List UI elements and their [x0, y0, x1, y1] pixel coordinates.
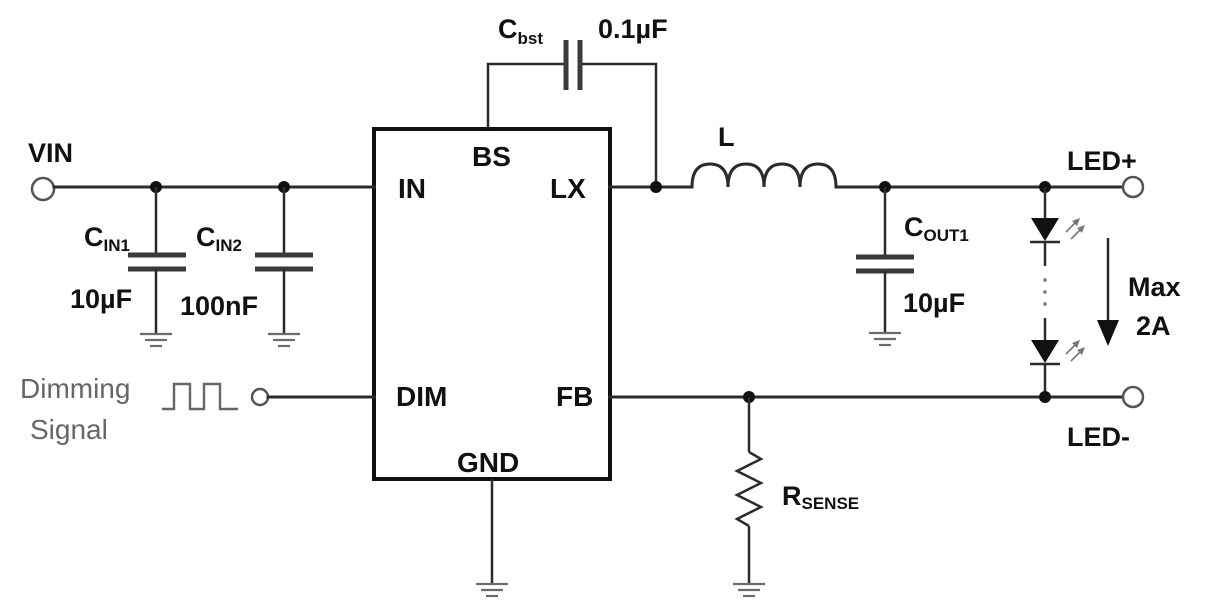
cbst-value: 0.1µF [598, 14, 668, 44]
pwm-waveform-icon [162, 382, 238, 411]
pin-label-bs: BS [472, 141, 511, 172]
dimming-label: Dimming [20, 373, 130, 404]
dimming-label-line2: Signal [30, 414, 108, 445]
cbst-capacitor [486, 40, 658, 187]
ground-icon [140, 332, 172, 348]
cin2-value: 100nF [180, 291, 258, 321]
pin-label-dim: DIM [396, 381, 447, 412]
cout1-label: COUT1 [904, 212, 969, 245]
led-icon [1030, 218, 1085, 244]
junction-dot [650, 181, 662, 193]
cout1-capacitor [856, 187, 914, 332]
cin1-capacitor [128, 187, 186, 333]
cbst-label: Cbst [498, 14, 543, 48]
pin-label-fb: FB [556, 381, 593, 412]
ground-icon [268, 332, 300, 348]
led-plus-terminal [1121, 175, 1145, 199]
vin-terminal [30, 176, 56, 202]
rsense-label: RSENSE [782, 481, 859, 513]
ground-icon [869, 331, 901, 347]
max-current-label: Max [1128, 272, 1181, 302]
led-minus-label: LED- [1067, 422, 1130, 452]
cin1-label: CIN1 [84, 222, 130, 255]
pin-label-lx: LX [550, 173, 586, 204]
ground-icon [733, 582, 765, 598]
vin-label: VIN [28, 138, 73, 168]
cin2-label: CIN2 [196, 222, 242, 255]
pin-label-in: IN [398, 173, 426, 204]
junction-dot [1039, 391, 1051, 403]
ground-icon [476, 582, 508, 598]
led-plus-label: LED+ [1067, 146, 1137, 176]
rsense-resistor [734, 397, 764, 583]
inductor-l [690, 162, 838, 189]
led-icon [1030, 340, 1085, 366]
cin2-capacitor [255, 187, 313, 333]
inductor-label: L [718, 122, 735, 152]
cout1-value: 10µF [903, 288, 965, 318]
pin-label-gnd: GND [457, 447, 519, 478]
current-arrow-icon [1097, 238, 1119, 346]
continuation-dots [1043, 278, 1047, 306]
cin1-value: 10µF [70, 284, 132, 314]
dim-terminal [250, 387, 270, 407]
max-current-value: 2A [1136, 311, 1171, 341]
ic-body [372, 127, 612, 481]
led-minus-terminal [1121, 385, 1145, 409]
